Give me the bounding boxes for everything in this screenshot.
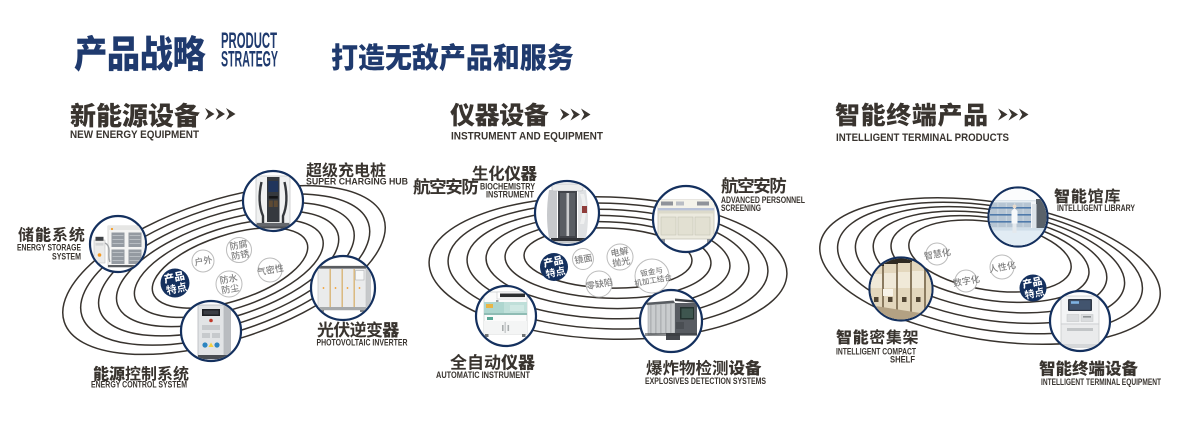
svg-text:INTELLIGENT COMPACT: INTELLIGENT COMPACT bbox=[836, 347, 916, 358]
svg-text:PRODUCT: PRODUCT bbox=[221, 28, 277, 53]
svg-text:SYSTEM: SYSTEM bbox=[52, 252, 81, 262]
svg-text:SUPER CHARGING HUB: SUPER CHARGING HUB bbox=[306, 177, 408, 187]
svg-text:BIOCHEMISTRY: BIOCHEMISTRY bbox=[480, 182, 535, 192]
svg-text:INTELLIGENT TERMINAL EQUIPMENT: INTELLIGENT TERMINAL EQUIPMENT bbox=[1041, 377, 1161, 388]
svg-text:PHOTOVOLTAIC INVERTER: PHOTOVOLTAIC INVERTER bbox=[317, 338, 408, 349]
svg-text:SHELF: SHELF bbox=[890, 355, 915, 366]
svg-text:INSTRUMENT AND EQUIPMENT: INSTRUMENT AND EQUIPMENT bbox=[451, 131, 603, 143]
svg-text:SCREENING: SCREENING bbox=[721, 203, 761, 214]
svg-text:INTELLIGENT LIBRARY: INTELLIGENT LIBRARY bbox=[1057, 203, 1135, 214]
svg-text:NEW ENERGY EQUIPMENT: NEW ENERGY EQUIPMENT bbox=[70, 129, 199, 141]
svg-text:ENERGY STORAGE: ENERGY STORAGE bbox=[17, 243, 81, 253]
svg-text:INTELLIGENT TERMINAL PRODUCTS: INTELLIGENT TERMINAL PRODUCTS bbox=[836, 132, 1009, 144]
svg-text:AUTOMATIC INSTRUMENT: AUTOMATIC INSTRUMENT bbox=[436, 370, 530, 381]
svg-text:ADVANCED PERSONNEL: ADVANCED PERSONNEL bbox=[721, 195, 805, 206]
svg-text:STRATEGY: STRATEGY bbox=[221, 47, 278, 72]
svg-text:EXPLOSIVES DETECTION SYSTEMS: EXPLOSIVES DETECTION SYSTEMS bbox=[645, 376, 766, 387]
svg-text:ENERGY CONTROL SYSTEM: ENERGY CONTROL SYSTEM bbox=[91, 380, 187, 391]
svg-text:INSTRUMENT: INSTRUMENT bbox=[486, 190, 534, 200]
